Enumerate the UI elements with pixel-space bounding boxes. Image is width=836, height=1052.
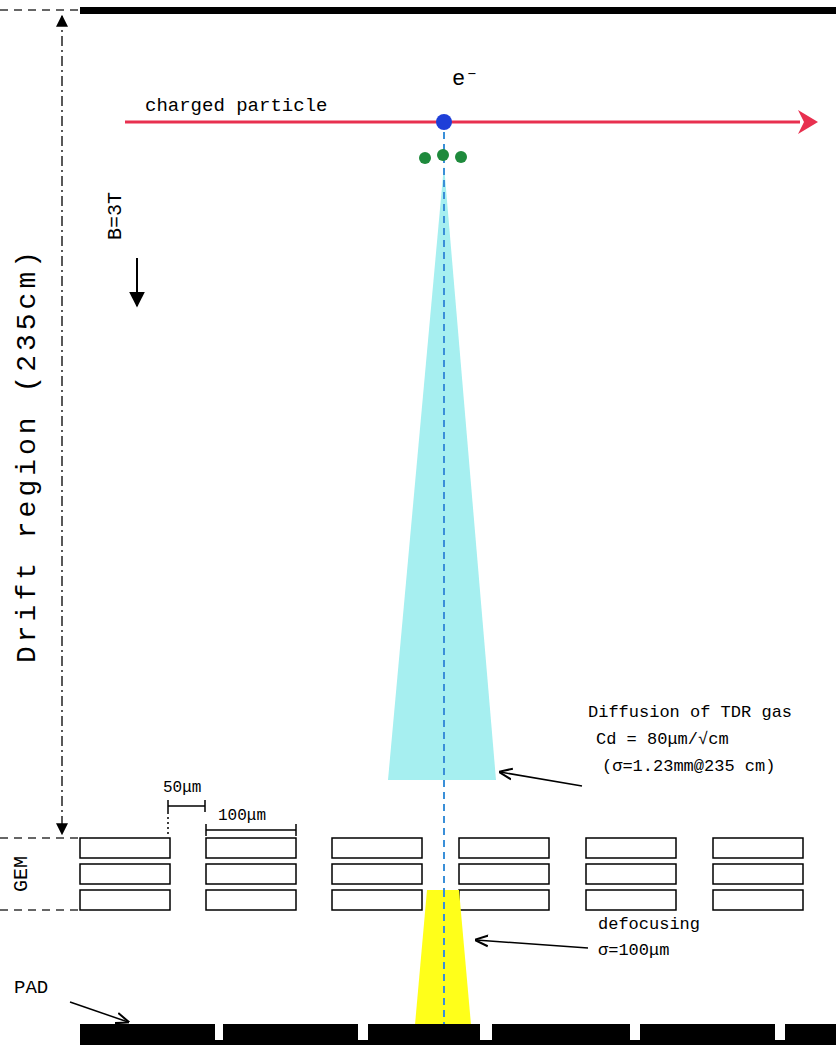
part-name: PAD (14, 978, 48, 999)
electron-path (443, 890, 445, 1036)
drift-arrow (61, 16, 63, 834)
field-label: B=3T (105, 192, 127, 240)
guide-line (0, 909, 80, 911)
pads (80, 1024, 836, 1042)
particle-arrowhead (798, 110, 818, 134)
scale-bars (168, 800, 296, 836)
cathode-bar (80, 7, 836, 14)
guide-line (0, 9, 80, 11)
dimension-label: 100μm (218, 808, 266, 826)
particle-symbol: e⁻ (452, 68, 478, 92)
note-text: defocusing (598, 916, 700, 935)
particle-track (125, 121, 800, 124)
field-arrow (136, 258, 138, 306)
leader-line (500, 772, 582, 786)
note-text: Cd = 80μm/√cm (596, 731, 729, 750)
leader-line (476, 940, 588, 948)
note-text: (σ=1.23mm@235 cm) (602, 758, 775, 777)
dimension-label: Drift region (235cm) (13, 247, 44, 663)
part-name: GEM (11, 856, 33, 892)
guide-line (0, 837, 80, 839)
note-text: σ=100μm (598, 942, 669, 961)
defocus-region (414, 890, 472, 1036)
dimension-label: 50μm (163, 780, 201, 798)
track-label: charged particle (145, 96, 327, 117)
electron-dot (436, 114, 452, 130)
note-text: Diffusion of TDR gas (588, 704, 792, 723)
diffusion-cone (388, 165, 496, 780)
ion-dot (437, 149, 449, 161)
ion-dot (419, 152, 431, 164)
leader-line (70, 1002, 128, 1022)
ion-dot (455, 151, 467, 163)
